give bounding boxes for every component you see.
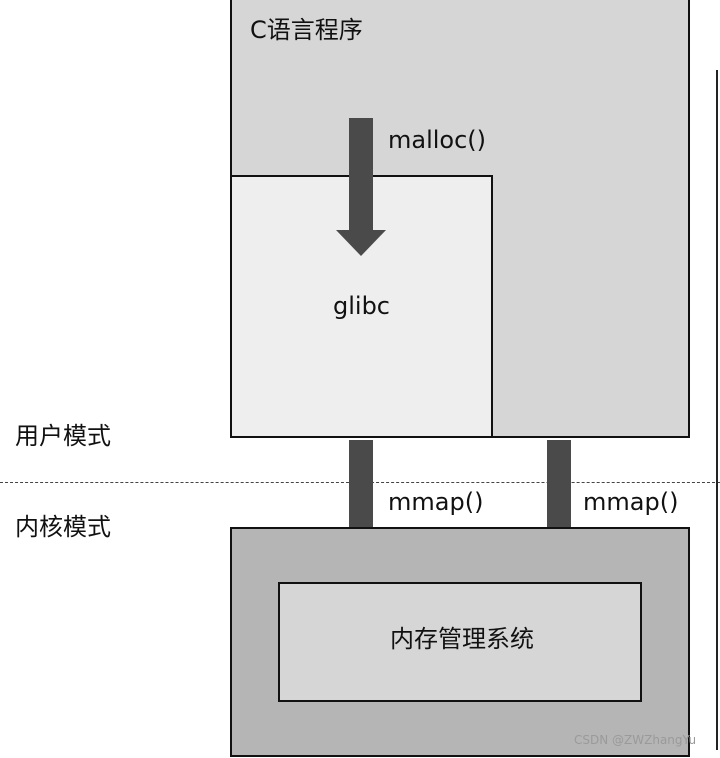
kernel-mode-label: 内核模式	[15, 513, 111, 541]
memory-management-label: 内存管理系统	[390, 625, 534, 653]
malloc-label: malloc()	[388, 126, 487, 154]
mmap-arrow-left-shape	[336, 440, 386, 578]
user-mode-label: 用户模式	[15, 422, 111, 450]
mmap-arrow-right-shape	[534, 440, 584, 578]
mmap-label-right: mmap()	[583, 488, 679, 516]
memory-management-box	[278, 582, 642, 702]
glibc-label: glibc	[333, 292, 390, 320]
mmap-label-left: mmap()	[388, 488, 484, 516]
malloc-arrow-shape	[336, 118, 386, 256]
watermark: CSDN @ZWZhangYu	[574, 733, 697, 747]
c-program-title: C语言程序	[250, 16, 363, 44]
right-edge-line	[716, 70, 718, 750]
mmap-arrow-right	[534, 440, 584, 578]
mmap-arrow-left	[336, 440, 386, 578]
malloc-arrow	[336, 118, 386, 256]
